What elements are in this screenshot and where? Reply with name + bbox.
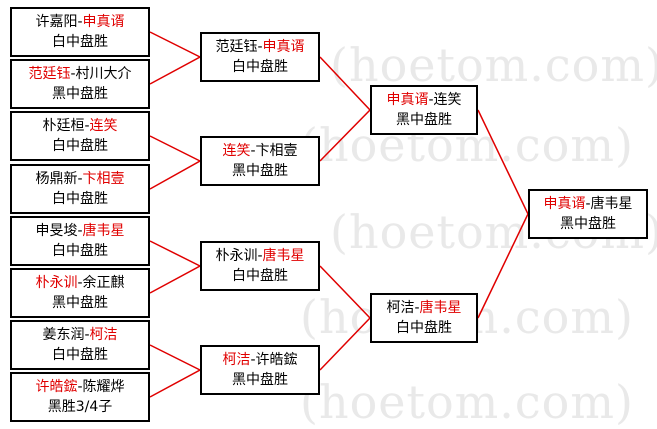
player-name-winner: 柯洁: [89, 327, 118, 343]
match-box: 杨鼎新-卞相壹 白中盘胜: [10, 164, 150, 214]
player-name: 唐韦星: [590, 196, 633, 212]
match-result: 白中盘胜: [232, 268, 288, 284]
match-result: 白中盘胜: [52, 138, 108, 154]
player-name: 陈耀烨: [82, 379, 125, 395]
player-name-winner: 申真谞: [543, 196, 586, 212]
player-name-winner: 柯洁: [222, 352, 251, 368]
match-box: 许嘉阳-申真谞 白中盘胜: [10, 7, 150, 57]
match-box: 朴永训-唐韦星 白中盘胜: [200, 241, 320, 291]
player-name: 许皓鋐: [255, 352, 298, 368]
player-name-winner: 许皓鋐: [35, 379, 78, 395]
match-box: 姜东润-柯洁 白中盘胜: [10, 320, 150, 370]
player-name-winner: 朴永训: [35, 275, 78, 291]
match-result: 黑中盘胜: [52, 295, 108, 311]
match-box: 申旻埈-唐韦星 白中盘胜: [10, 216, 150, 266]
player-name: 范廷钰: [215, 39, 258, 55]
match-box-final: 申真谞-唐韦星 黑中盘胜: [528, 189, 648, 239]
connector-line: [477, 109, 529, 319]
connector-line: [319, 56, 372, 162]
player-name-winner: 卞相壹: [82, 171, 125, 187]
match-result: 白中盘胜: [52, 34, 108, 50]
player-name: 柯洁: [386, 300, 415, 316]
match-result: 黑中盘胜: [52, 86, 108, 102]
player-name-winner: 范廷钰: [28, 66, 71, 82]
connector-line: [149, 240, 202, 294]
match-box: 许皓鋐-陈耀烨 黑胜3/4子: [10, 372, 150, 422]
match-box: 范廷钰-村川大介 黑中盘胜: [10, 59, 150, 109]
match-result: 黑中盘胜: [232, 163, 288, 179]
player-name: 连笑: [433, 92, 462, 108]
player-name: 朴永训: [215, 248, 258, 264]
match-result: 白中盘胜: [52, 243, 108, 259]
connector-line: [149, 31, 202, 85]
player-name: 杨鼎新: [35, 171, 78, 187]
player-name: 许嘉阳: [35, 14, 78, 30]
connector-line: [319, 265, 372, 371]
player-name-winner: 连笑: [89, 118, 118, 134]
player-name-winner: 连笑: [222, 143, 251, 159]
match-box: 申真谞-连笑 黑中盘胜: [370, 85, 478, 135]
match-box: 朴永训-余正麒 黑中盘胜: [10, 268, 150, 318]
player-name-winner: 申真谞: [386, 92, 429, 108]
player-name: 姜东润: [42, 327, 85, 343]
player-name: 申旻埈: [35, 223, 78, 239]
player-name: 余正麒: [82, 275, 125, 291]
match-result: 白中盘胜: [52, 191, 108, 207]
match-result: 黑中盘胜: [396, 112, 452, 128]
player-name: 村川大介: [75, 66, 132, 82]
match-result: 黑中盘胜: [560, 216, 616, 232]
match-box: 范廷钰-申真谞 白中盘胜: [200, 32, 320, 82]
match-box: 朴廷桓-连笑 白中盘胜: [10, 111, 150, 161]
player-name-winner: 申真谞: [82, 14, 125, 30]
match-result: 白中盘胜: [396, 320, 452, 336]
match-box: 柯洁-唐韦星 白中盘胜: [370, 293, 478, 343]
connector-line: [149, 135, 202, 190]
match-box: 连笑-卞相壹 黑中盘胜: [200, 136, 320, 186]
player-name-winner: 唐韦星: [82, 223, 125, 239]
player-name-winner: 唐韦星: [419, 300, 462, 316]
player-name-winner: 申真谞: [262, 39, 305, 55]
connector-line: [149, 344, 202, 398]
match-result: 黑胜3/4子: [47, 399, 113, 415]
player-name: 朴廷桓: [42, 118, 85, 134]
player-name: 卞相壹: [255, 143, 298, 159]
match-box: 柯洁-许皓鋐 黑中盘胜: [200, 345, 320, 395]
match-result: 白中盘胜: [52, 347, 108, 363]
match-result: 黑中盘胜: [232, 372, 288, 388]
match-result: 白中盘胜: [232, 59, 288, 75]
player-name-winner: 唐韦星: [262, 248, 305, 264]
